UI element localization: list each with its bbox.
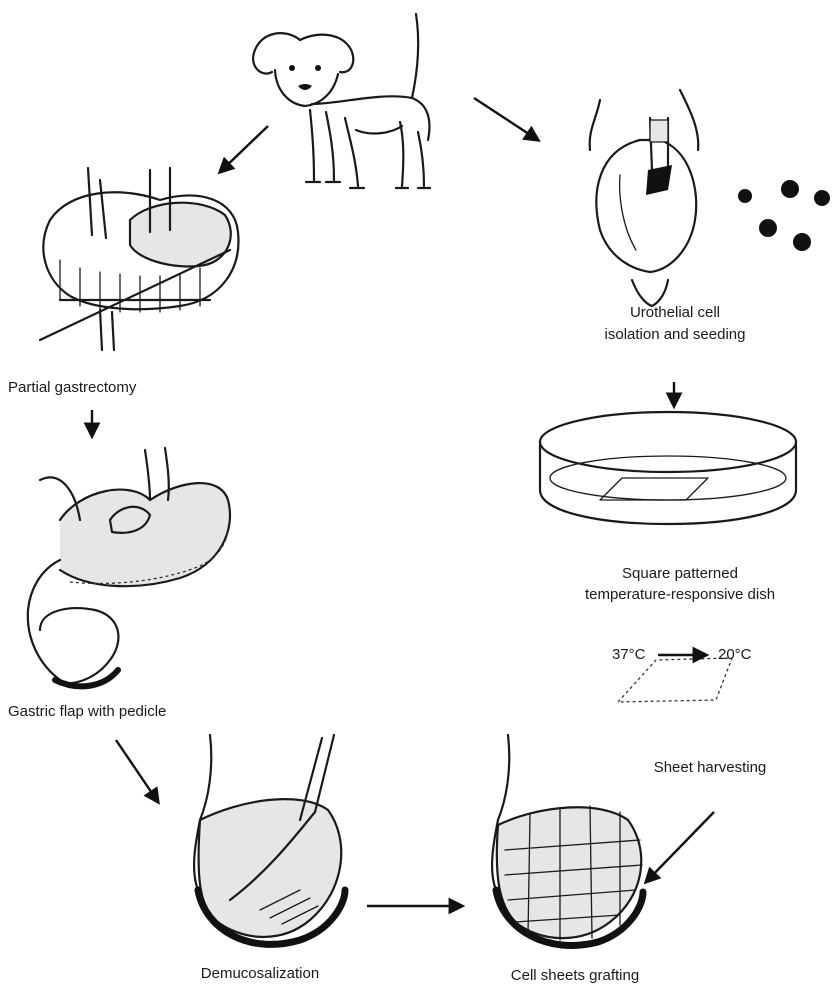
label-cell-sheets-grafting: Cell sheets grafting <box>480 966 670 985</box>
harvested-sheet-illustration <box>618 658 732 702</box>
arrow-flap-to-demucosalization <box>116 740 158 802</box>
label-temp-from: 37°C <box>612 645 646 664</box>
label-partial-gastrectomy: Partial gastrectomy <box>8 378 136 397</box>
label-urothelial-line1: Urothelial cell <box>590 303 760 322</box>
label-sheet-harvesting: Sheet harvesting <box>630 758 790 777</box>
culture-dish-illustration <box>540 412 796 524</box>
arrow-dog-to-stomach <box>220 126 268 172</box>
arrow-dog-to-bladder <box>474 98 538 140</box>
gastric-flap-illustration <box>28 448 230 686</box>
label-dish-line2: temperature-responsive dish <box>560 585 800 604</box>
label-urothelial-line2: isolation and seeding <box>590 325 760 344</box>
stomach-illustration <box>40 168 238 350</box>
demucosalization-illustration <box>194 735 345 944</box>
urothelial-cells <box>738 180 830 251</box>
label-temp-to: 20°C <box>718 645 752 664</box>
arrow-sheet-to-grafting <box>646 812 714 882</box>
bladder-illustration <box>590 90 699 306</box>
label-gastric-flap: Gastric flap with pedicle <box>8 702 166 721</box>
dog-illustration <box>253 14 430 188</box>
label-dish-line1: Square patterned <box>560 564 800 583</box>
cell-sheets-grafting-illustration <box>492 735 643 945</box>
label-demucosalization: Demucosalization <box>175 964 345 983</box>
